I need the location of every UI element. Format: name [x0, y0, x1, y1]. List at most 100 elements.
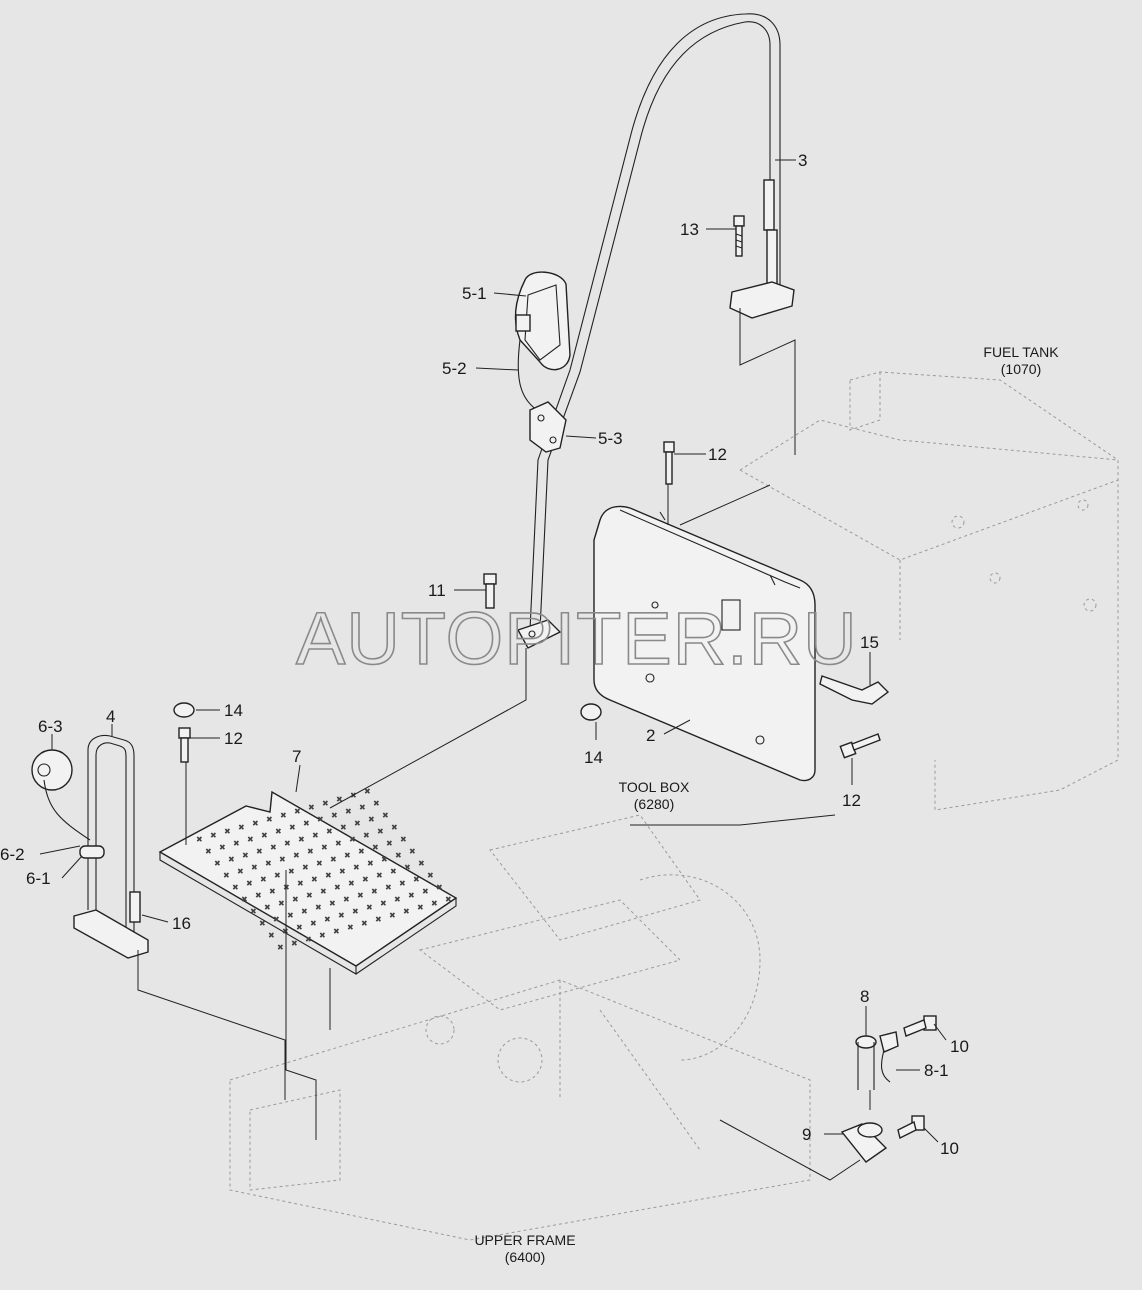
fuel-tank-label: FUEL TANK — [983, 344, 1059, 360]
plate-hole: ✖ — [296, 923, 303, 932]
bracket-15 — [819, 675, 890, 705]
plate-hole: ✖ — [293, 851, 300, 860]
callout-6-2: 6-2 — [0, 845, 25, 864]
plate-hole: ✖ — [431, 899, 438, 908]
plate-hole: ✖ — [232, 883, 239, 892]
callout-12-top: 12 — [708, 445, 727, 464]
assembly-lines — [137, 308, 871, 1181]
plate-hole: ✖ — [366, 903, 373, 912]
callout-6-3: 6-3 — [38, 717, 63, 736]
step-plate-7 — [158, 790, 458, 975]
plate-hole: ✖ — [270, 843, 277, 852]
mirror-5-1 — [514, 271, 571, 453]
plate-hole: ✖ — [228, 855, 235, 864]
callout-13: 13 — [680, 220, 699, 239]
callout-12-right: 12 — [842, 791, 861, 810]
plate-hole: ✖ — [269, 887, 276, 896]
stay-4 — [73, 734, 149, 959]
plate-hole: ✖ — [354, 819, 361, 828]
mirror-base-plate — [516, 619, 562, 649]
plate-hole: ✖ — [413, 875, 420, 884]
plate-hole: ✖ — [306, 891, 313, 900]
plate-hole: ✖ — [376, 871, 383, 880]
plate-hole: ✖ — [389, 911, 396, 920]
plate-hole: ✖ — [361, 919, 368, 928]
plate-hole: ✖ — [252, 819, 259, 828]
plate-hole: ✖ — [381, 855, 388, 864]
plate-hole: ✖ — [349, 835, 356, 844]
bolt-12-right — [839, 733, 881, 759]
plate-hole: ✖ — [321, 843, 328, 852]
plate-hole: ✖ — [317, 815, 324, 824]
fuel-tank-code: (1070) — [1001, 361, 1041, 377]
grommet-14-box — [580, 703, 602, 721]
upper-frame-outline — [229, 814, 811, 1241]
plate-hole: ✖ — [340, 823, 347, 832]
plate-hole: ✖ — [284, 839, 291, 848]
plate-hole: ✖ — [385, 883, 392, 892]
plate-hole: ✖ — [364, 787, 371, 796]
mirror-stay-3 — [529, 13, 795, 631]
plate-hole: ✖ — [219, 843, 226, 852]
plate-hole: ✖ — [336, 795, 343, 804]
plate-hole: ✖ — [409, 847, 416, 856]
plate-hole: ✖ — [353, 863, 360, 872]
plate-hole: ✖ — [265, 859, 272, 868]
callout-5-3: 5-3 — [598, 429, 623, 448]
tool-box-2 — [593, 505, 816, 782]
plate-hole: ✖ — [260, 875, 267, 884]
plate-hole: ✖ — [436, 883, 443, 892]
plate-hole: ✖ — [331, 811, 338, 820]
bolt-10-bottom — [897, 1115, 925, 1140]
callout-3: 3 — [798, 151, 807, 170]
plate-hole: ✖ — [305, 935, 312, 944]
plate-hole: ✖ — [395, 851, 402, 860]
plate-hole: ✖ — [372, 843, 379, 852]
plate-hole: ✖ — [280, 811, 287, 820]
grommet-14-left — [173, 702, 195, 718]
plate-hole: ✖ — [214, 859, 221, 868]
plate-hole: ✖ — [307, 847, 314, 856]
plate-hole: ✖ — [278, 899, 285, 908]
plate-hole: ✖ — [274, 871, 281, 880]
step-plate-holes: ✖✖✖✖✖✖✖✖✖✖✖✖✖✖✖✖✖✖✖✖✖✖✖✖✖✖✖✖✖✖✖✖✖✖✖✖✖✖✖✖… — [196, 787, 452, 952]
plate-hole: ✖ — [371, 887, 378, 896]
plate-hole: ✖ — [224, 827, 231, 836]
callout-8-1: 8-1 — [924, 1061, 949, 1080]
plate-hole: ✖ — [311, 875, 318, 884]
plate-hole: ✖ — [347, 923, 354, 932]
plate-hole: ✖ — [339, 867, 346, 876]
plate-hole: ✖ — [362, 875, 369, 884]
plate-hole: ✖ — [312, 831, 319, 840]
plate-hole: ✖ — [343, 895, 350, 904]
plate-hole: ✖ — [367, 859, 374, 868]
callout-7: 7 — [292, 747, 301, 766]
plate-hole: ✖ — [403, 907, 410, 916]
plate-hole: ✖ — [256, 847, 263, 856]
plate-hole: ✖ — [375, 915, 382, 924]
callout-6-1: 6-1 — [26, 869, 51, 888]
callout-11: 11 — [428, 581, 446, 600]
plate-hole: ✖ — [418, 859, 425, 868]
plate-hole: ✖ — [303, 819, 310, 828]
plate-hole: ✖ — [338, 911, 345, 920]
plate-hole: ✖ — [233, 839, 240, 848]
plate-hole: ✖ — [391, 823, 398, 832]
plate-hole: ✖ — [382, 811, 389, 820]
plate-hole: ✖ — [357, 891, 364, 900]
plate-hole: ✖ — [345, 807, 352, 816]
plate-hole: ✖ — [329, 899, 336, 908]
bolt-11 — [483, 573, 497, 609]
plate-hole: ✖ — [417, 903, 424, 912]
plate-hole: ✖ — [373, 799, 380, 808]
plate-hole: ✖ — [251, 863, 258, 872]
plate-hole: ✖ — [324, 915, 331, 924]
plate-hole: ✖ — [275, 827, 282, 836]
plate-hole: ✖ — [289, 823, 296, 832]
callout-2: 2 — [646, 726, 655, 745]
plate-hole: ✖ — [294, 807, 301, 816]
plate-hole: ✖ — [273, 915, 280, 924]
callout-8: 8 — [860, 987, 869, 1006]
callout-15: 15 — [860, 633, 879, 652]
